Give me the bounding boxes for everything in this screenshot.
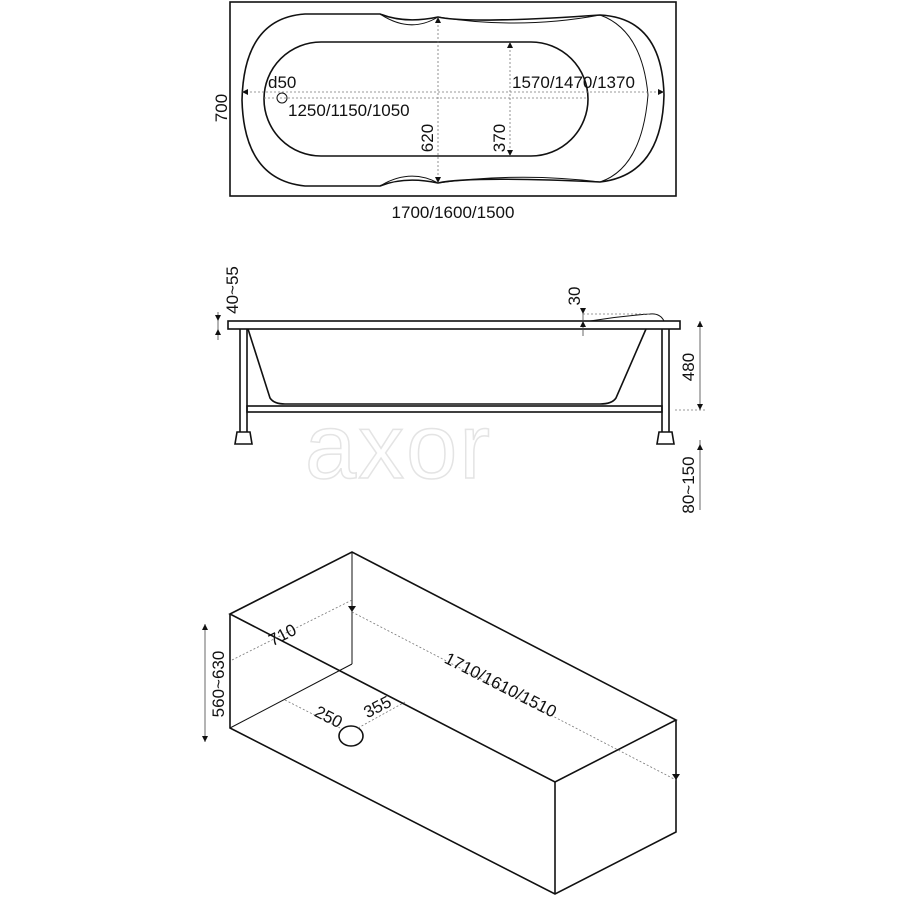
side-view-rim xyxy=(227,320,681,330)
drain-label: d50 xyxy=(268,73,296,92)
iso-width-label: 710 xyxy=(266,620,300,650)
iso-drain-x-label: 250 xyxy=(312,702,346,732)
side-view-headrest xyxy=(589,313,665,322)
iso-height-label: 560~630 xyxy=(209,651,228,718)
dim-iso-length-line xyxy=(351,611,677,781)
leg-height-label: 80~150 xyxy=(679,456,698,513)
iso-length-label: 1710/1610/1510 xyxy=(441,649,559,722)
outer-length-label: 1570/1470/1370 xyxy=(512,73,635,92)
side-view-foot-left xyxy=(234,431,253,445)
top-view: 700 d50 1570/1470/1370 1250/1150/1050 62… xyxy=(212,1,677,222)
iso-view: 710 1710/1610/1510 560~630 250 355 xyxy=(202,551,680,895)
side-view-foot-right xyxy=(656,431,675,445)
top-view-inner-basin xyxy=(263,41,589,157)
side-view-crossbar xyxy=(246,405,663,413)
rim-thickness-label: 40~55 xyxy=(223,266,242,314)
dim-iso-drain-y-line xyxy=(357,701,406,729)
depth-label: 480 xyxy=(679,353,698,381)
headrest-label: 30 xyxy=(565,287,584,306)
top-view-rim-lip xyxy=(379,13,649,187)
side-view-basin xyxy=(247,328,647,405)
height-label: 700 xyxy=(212,94,231,122)
iso-bottom-left-edge xyxy=(229,663,353,729)
inner-length-label: 1250/1150/1050 xyxy=(288,101,410,120)
side-view: 40~55 30 480 80~150 xyxy=(215,266,705,514)
iso-drain xyxy=(338,725,364,747)
top-view-outer-basin xyxy=(241,13,665,187)
inner-width-label: 620 xyxy=(418,124,437,152)
overall-length-label: 1700/1600/1500 xyxy=(392,203,515,222)
top-view-frame xyxy=(229,1,677,197)
half-width-label: 370 xyxy=(490,124,509,152)
